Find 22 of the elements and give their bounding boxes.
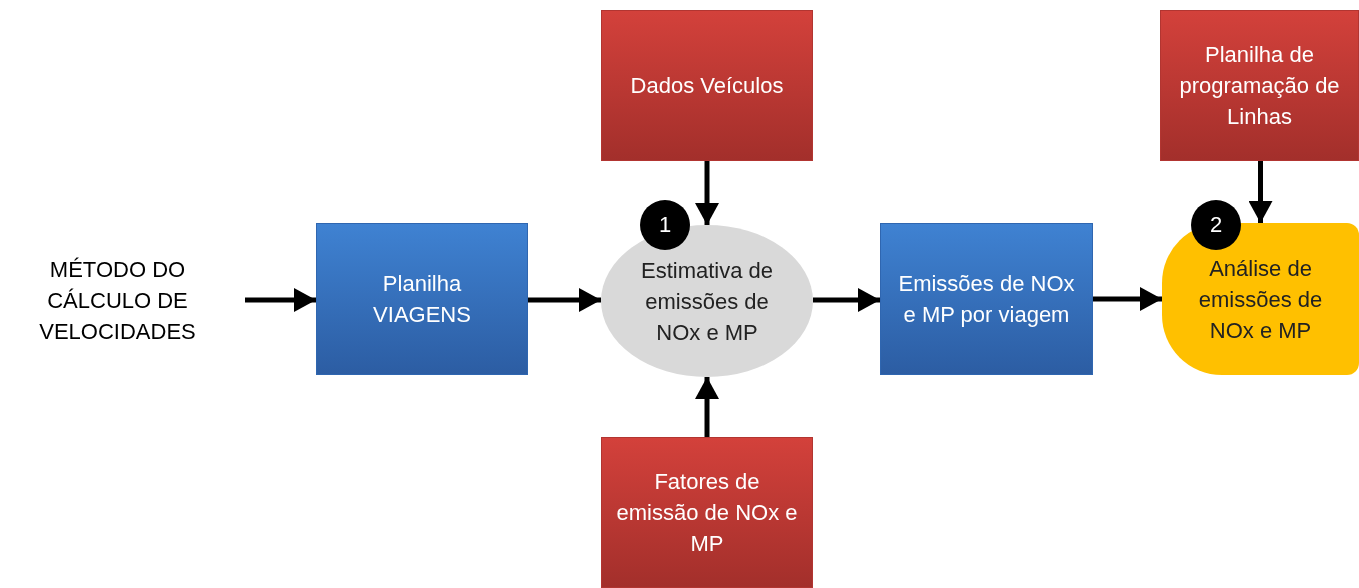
arrow <box>1248 161 1273 223</box>
arrow <box>695 161 719 225</box>
node-text: Planilha VIAGENS <box>372 270 472 329</box>
data-source-box <box>1160 10 1359 161</box>
arrow <box>1093 287 1162 311</box>
node-text: Análise de emissões de NOx e MP <box>1197 254 1324 345</box>
node-text: Planilha de programação de Linhas <box>1178 41 1341 131</box>
node-text: Estimativa de emissões de NOx e MP <box>639 256 775 347</box>
arrow <box>695 377 719 437</box>
process-box <box>316 223 528 375</box>
node-text: Fatores de emissão de NOx e MP <box>616 468 798 558</box>
arrow <box>245 288 316 312</box>
input-label: MÉTODO DO CÁLCULO DE VELOCIDADES <box>5 250 230 350</box>
step-number-badge: 1 <box>640 200 690 250</box>
step-number-badge: 2 <box>1191 200 1241 250</box>
arrow <box>813 288 880 312</box>
node-text: Dados Veículos <box>630 72 784 100</box>
data-source-box <box>601 10 813 161</box>
process-box <box>880 223 1093 375</box>
data-source-box <box>601 437 813 588</box>
node-text: Emissões de NOx e MP por viagem <box>897 270 1076 329</box>
arrow <box>528 288 601 312</box>
